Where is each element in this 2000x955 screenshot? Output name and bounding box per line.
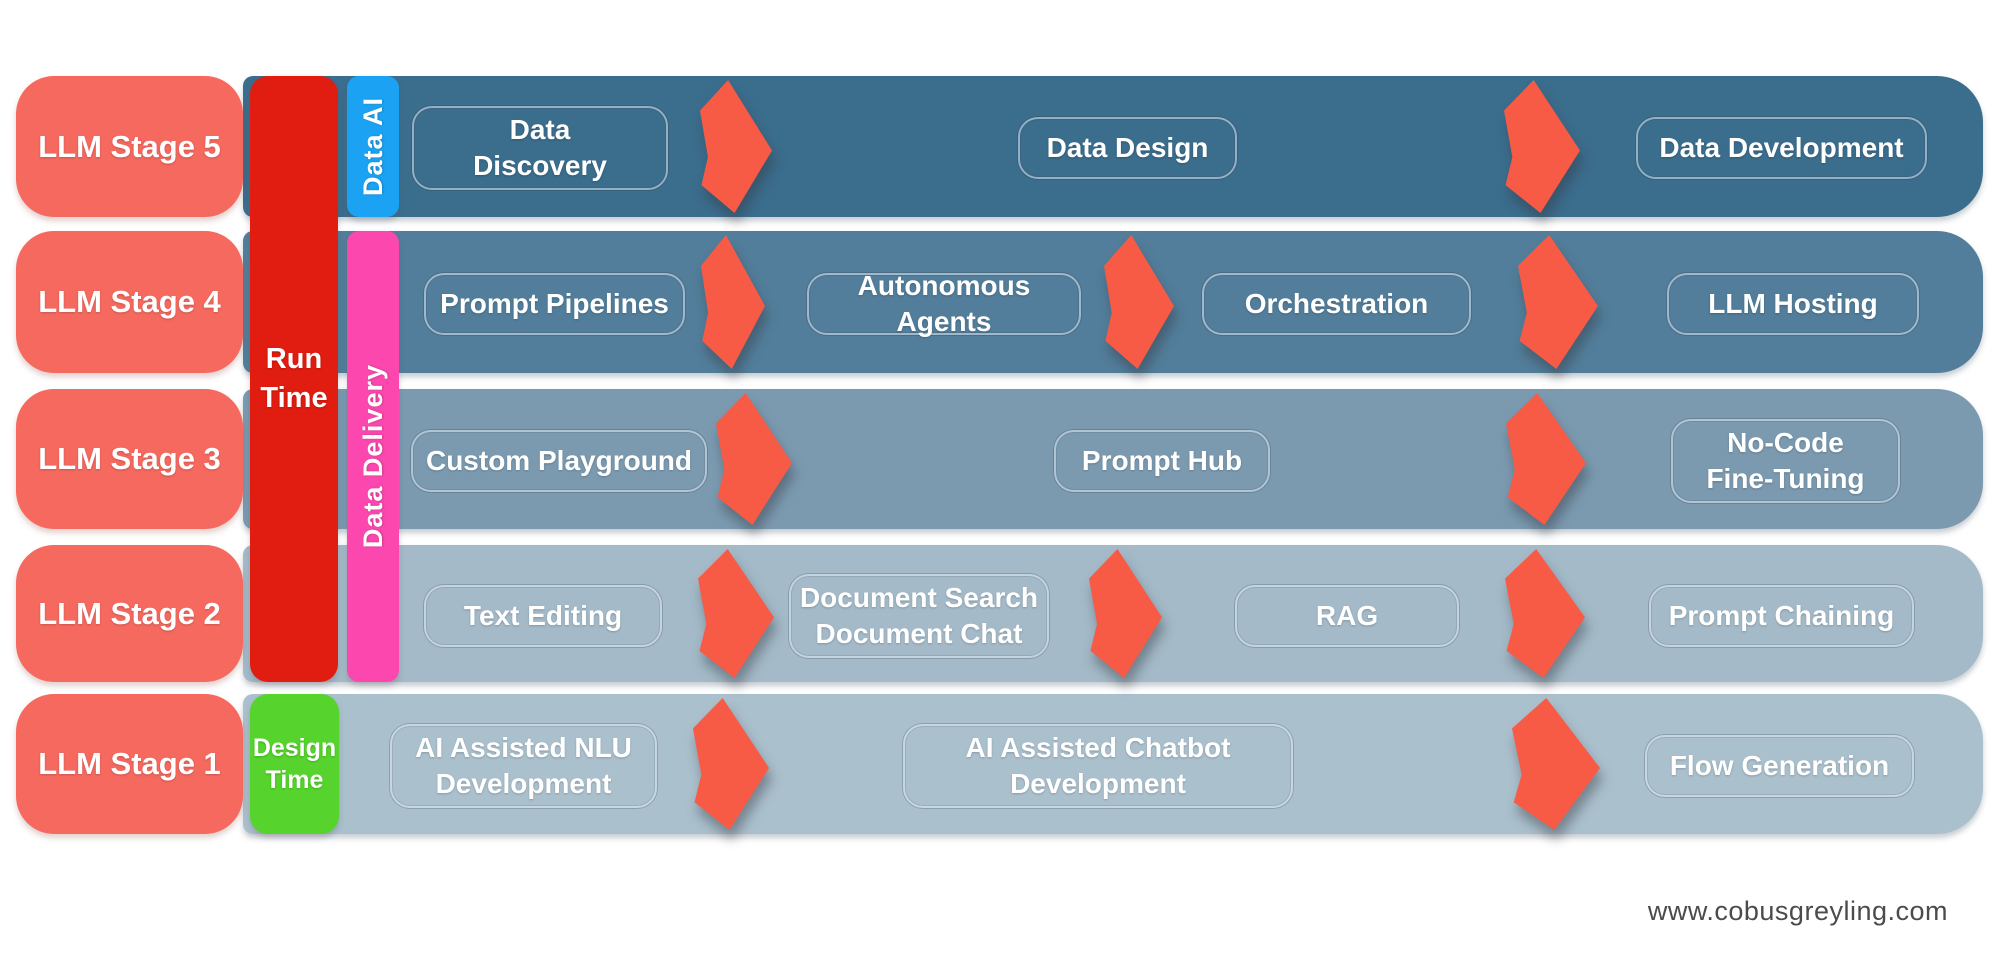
node-rag: RAG <box>1235 585 1459 647</box>
node-data-discovery: Data Discovery <box>412 106 668 190</box>
flow-arrow-icon <box>1506 393 1586 525</box>
flow-arrow-icon <box>701 235 765 369</box>
node-text-editing: Text Editing <box>424 585 662 647</box>
data-ai-label: Data AI <box>357 96 388 197</box>
flow-arrow-icon <box>1089 549 1162 678</box>
node-flow-generation: Flow Generation <box>1645 735 1914 797</box>
flow-arrow-icon <box>1104 235 1174 369</box>
design-time-bar: Design Time <box>250 694 339 834</box>
node-data-development: Data Development <box>1636 117 1927 179</box>
node-autonomous-agents: Autonomous Agents <box>807 270 1081 337</box>
node-custom-playground: Custom Playground <box>411 430 707 492</box>
run-time-bar: Run Time <box>250 76 338 682</box>
node-llm-hosting: LLM Hosting <box>1667 273 1919 335</box>
node-prompt-pipelines: Prompt Pipelines <box>424 273 685 335</box>
node-document-search-chat: Document Search Document Chat <box>789 574 1049 658</box>
flow-arrow-icon <box>693 698 769 830</box>
data-delivery-label: Data Delivery <box>357 364 388 549</box>
stage-label-llm-stage-2: LLM Stage 2 <box>16 545 243 682</box>
node-ai-assisted-nlu-development: AI Assisted NLU Development <box>390 724 657 808</box>
node-prompt-chaining: Prompt Chaining <box>1649 585 1914 647</box>
flow-arrow-icon <box>716 393 792 525</box>
node-data-design: Data Design <box>1018 117 1237 179</box>
node-prompt-hub: Prompt Hub <box>1054 430 1270 492</box>
node-ai-assisted-chatbot-development: AI Assisted Chatbot Development <box>903 724 1293 808</box>
stage-label-llm-stage-1: LLM Stage 1 <box>16 694 243 834</box>
stage5-row-band <box>243 76 1983 217</box>
stage3-row-band <box>243 389 1983 529</box>
stage1-row-band <box>243 694 1983 834</box>
flow-arrow-icon <box>1505 549 1585 678</box>
stage-label-llm-stage-4: LLM Stage 4 <box>16 231 243 373</box>
flow-arrow-icon <box>698 549 774 678</box>
node-orchestration: Orchestration <box>1202 273 1471 335</box>
stage-label-llm-stage-3: LLM Stage 3 <box>16 389 243 529</box>
stage-label-llm-stage-5: LLM Stage 5 <box>16 76 243 217</box>
node-no-code-fine-tuning: No-Code Fine-Tuning <box>1671 419 1900 503</box>
flow-arrow-icon <box>1518 235 1598 369</box>
flow-arrow-icon <box>700 80 772 213</box>
flow-arrow-icon <box>1512 698 1600 830</box>
website-url: www.cobusgreyling.com <box>1647 896 1948 926</box>
data-delivery-bar: Data Delivery <box>347 231 399 682</box>
data-ai-bar: Data AI <box>347 76 399 217</box>
flow-arrow-icon <box>1504 80 1580 213</box>
